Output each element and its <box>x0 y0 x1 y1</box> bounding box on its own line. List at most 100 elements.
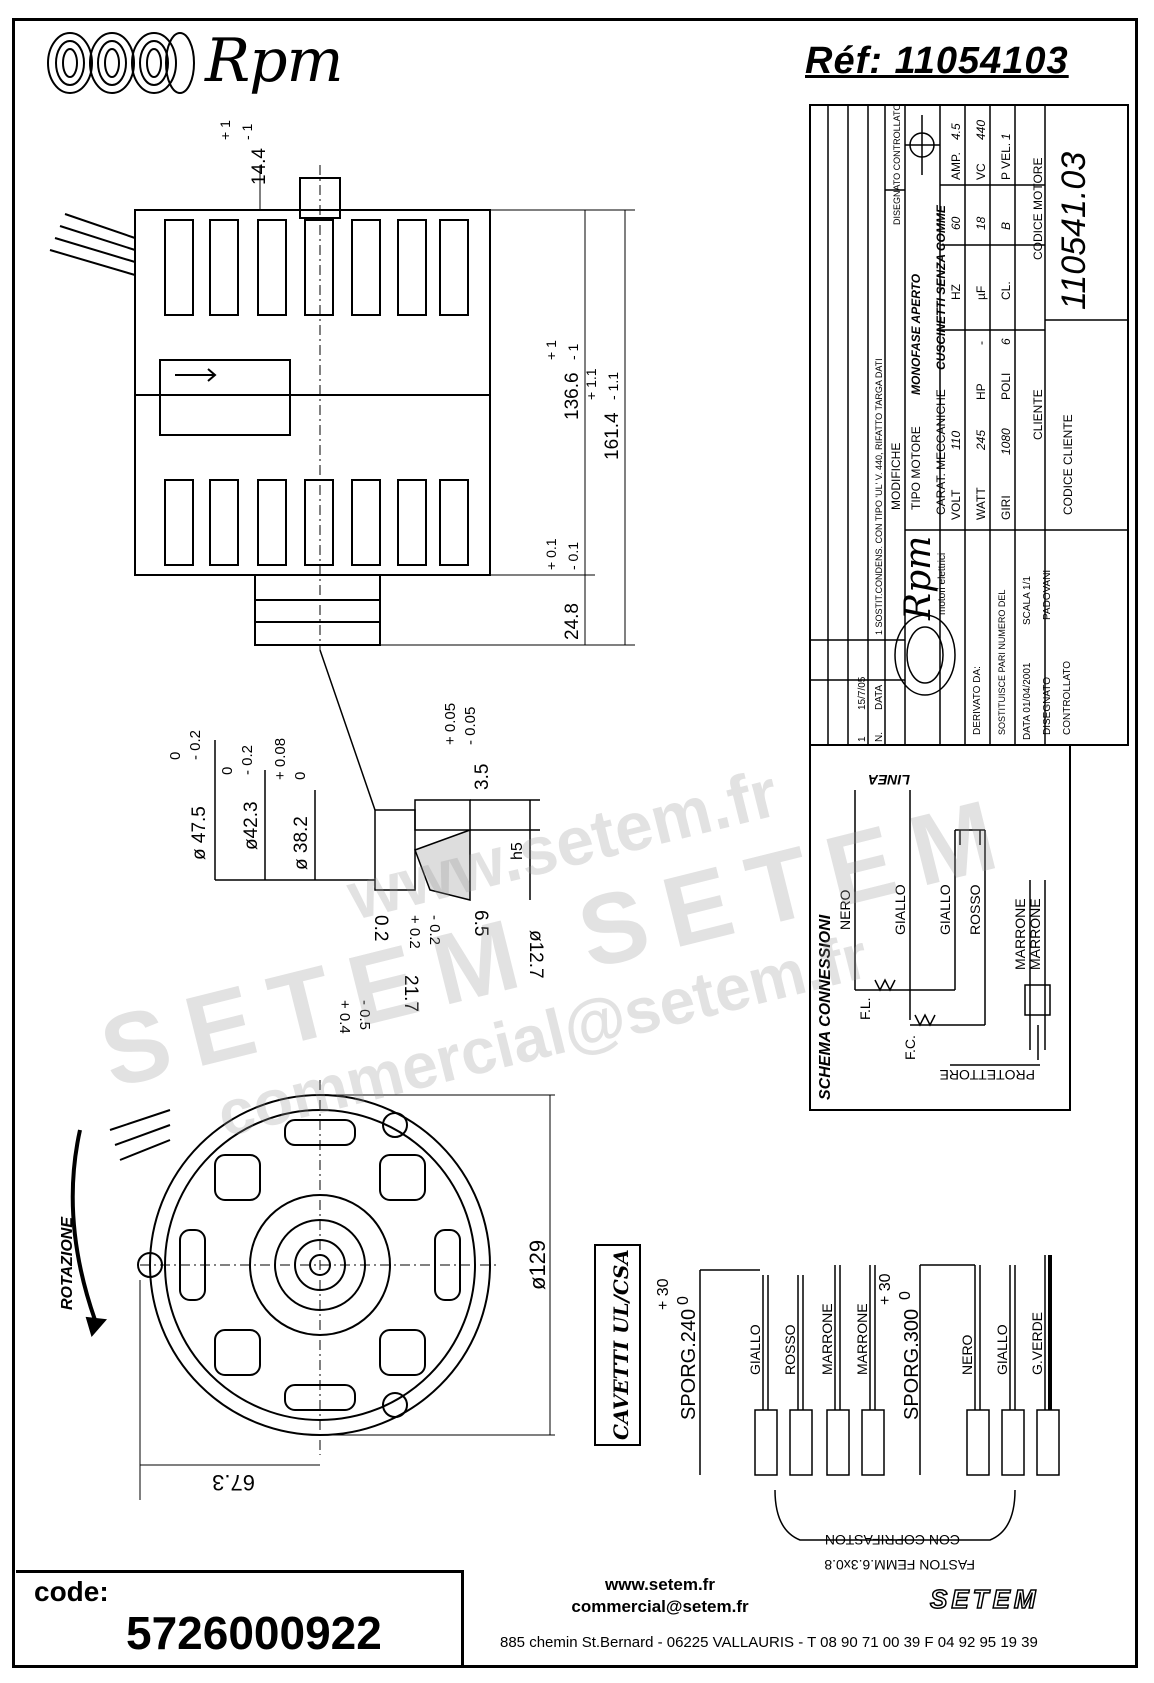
dim-shaft-top-tol-plus: + 1 <box>217 120 233 140</box>
carat-label: CARAT. MECCANICHE <box>934 389 948 515</box>
spec-poli-label: POLI <box>999 373 1013 400</box>
wire-label-nero: NERO <box>837 889 853 930</box>
code-box <box>16 1570 464 1665</box>
dim-pulley-tol-plus: + 0.1 <box>543 538 559 570</box>
spec-giri-label: GIRI <box>999 495 1013 520</box>
fl-label: F.L. <box>857 997 873 1020</box>
dim-flat: 3.5 <box>472 764 493 790</box>
footer-address: 885 chemin St.Bernard - 06225 VALLAURIS … <box>500 1634 1038 1651</box>
spec-vc-value: 440 <box>974 120 988 140</box>
wire-label-rosso: ROSSO <box>967 884 983 935</box>
dim-d3-tol-1: 0 <box>292 772 309 780</box>
dim-shaft-fit: h5 <box>509 842 526 860</box>
wire-label-marrone-2: MARRONE <box>1027 898 1043 970</box>
brand-name: Rpm <box>205 26 343 96</box>
mod-row-data: 15/7/05 <box>857 676 868 710</box>
tipo-motore-label: TIPO MOTORE <box>909 426 923 510</box>
dim-d1: ø 47.5 <box>189 806 210 860</box>
mod-row-n: 1 <box>857 736 868 742</box>
spec-poli-value: 6 <box>999 338 1013 345</box>
disegnato-label: DISEGNATO <box>1042 677 1053 735</box>
motor-side-view <box>49 165 635 650</box>
dim-body: 136.6 <box>562 372 583 420</box>
dim-overall: 161.4 <box>602 412 623 460</box>
dim-front-diameter: ø129 <box>525 1240 550 1290</box>
footer-contact: www.setem.fr commercial@setem.fr <box>560 1574 760 1618</box>
spec-amp-label: AMP. <box>949 152 963 180</box>
dim-d3: ø 38.2 <box>291 816 312 870</box>
group1-tol-plus: + 30 <box>655 1278 672 1310</box>
spec-hp-label: HP <box>974 383 988 400</box>
spec-cl-value: B <box>999 222 1013 230</box>
title-block-text: 110541.03 CODICE MOTORE CLIENTE CODICE C… <box>857 104 1093 742</box>
dim-pulley-tol-minus: - 0.1 <box>565 542 581 570</box>
group1-tol-zero: 0 <box>675 1296 692 1305</box>
spec-pvel-value: 1 <box>999 133 1013 140</box>
spec-volt-label: VOLT <box>949 489 963 520</box>
dim-d2-tol-0: 0 <box>219 767 236 775</box>
spec-hz-value: 60 <box>949 216 963 230</box>
spec-watt-label: WATT <box>974 487 988 520</box>
footer-email-link[interactable]: commercial@setem.fr <box>571 1597 749 1616</box>
setem-logo: SETEM <box>929 1583 1040 1615</box>
spec-pvel-label: P VEL. <box>999 143 1013 180</box>
footer-website-link[interactable]: www.setem.fr <box>605 1575 715 1594</box>
spec-watt-value: 245 <box>974 430 988 451</box>
spec-volt-value: 110 <box>949 431 963 450</box>
dim-overall-tol-plus: + 1.1 <box>583 368 599 400</box>
carat-value: CUSCINETTI SENZA COMME <box>934 204 948 370</box>
brand-logo-coils <box>47 32 195 94</box>
derivato-label: DERIVATO DA: <box>972 666 983 735</box>
dim-len2-tol-1: - 0.2 <box>426 915 443 945</box>
cables-title: CAVETTI UL/CSA <box>609 1249 633 1440</box>
dim-len3: 21.7 <box>400 975 421 1012</box>
side-view-dims: 14.4 + 1 - 1 136.6 + 1 - 1 161.4 + 1.1 -… <box>217 120 623 640</box>
cable-giallo-2: GIALLO <box>994 1324 1010 1375</box>
motor-code-number: 110541.03 <box>1055 152 1093 310</box>
mod-col-n: N. <box>874 732 885 742</box>
title-brand: Rpm <box>898 536 939 621</box>
spec-uf-value: 18 <box>974 216 988 230</box>
code-value: 5726000922 <box>126 1607 382 1659</box>
dim-len3-tol-1: - 0.5 <box>356 1000 373 1030</box>
controllato-label: CONTROLLATO <box>1062 661 1073 735</box>
wiring-labels: SCHEMA CONNESSIONI LINEA NERO GIALLO GIA… <box>817 772 1043 1100</box>
spec-uf-label: µF <box>974 286 988 300</box>
dim-d1-tol-1: - 0.2 <box>187 730 204 760</box>
dim-d2-tol-1: - 0.2 <box>239 745 256 775</box>
codice-cliente-label: CODICE CLIENTE <box>1061 414 1075 515</box>
rotation-label: ROTAZIONE <box>59 1216 76 1310</box>
dim-d3-tol-0: + 0.08 <box>272 738 289 780</box>
dim-len2: 0.2 <box>370 915 391 941</box>
cable-gverde: G.VERDE <box>1029 1312 1045 1375</box>
spec-hz-label: HZ <box>949 284 963 300</box>
pulley-detail <box>214 649 540 901</box>
spec-amp-value: 4.5 <box>949 123 963 140</box>
disegnato-value: PADOVANI <box>1042 570 1053 620</box>
sostituisce-label: SOSTITUISCE PARI NUMERO DEL <box>997 590 1007 735</box>
reference-number: Réf: 11054103 <box>805 40 1069 82</box>
dim-flat-tol-1: - 0.05 <box>462 707 479 745</box>
wire-label-giallo-2: GIALLO <box>937 884 953 935</box>
spec-hp-value: - <box>974 341 988 345</box>
motor-front-view <box>70 1080 555 1500</box>
dim-d1-tol-0: 0 <box>167 752 184 760</box>
fc-label: F.C. <box>902 1035 918 1060</box>
data-label: DATA 01/04/2001 <box>1022 662 1033 740</box>
dim-body-tol-plus: + 1 <box>543 340 559 360</box>
spec-cl-label: CL. <box>999 281 1013 300</box>
protettore-label: PROTETTORE <box>940 1067 1035 1083</box>
wire-label-giallo-1: GIALLO <box>892 884 908 935</box>
spec-vc-label: VC <box>974 163 988 180</box>
scala-label: SCALA 1/1 <box>1022 576 1033 625</box>
modifiche-line-2: DISEGNATO CONTROLLATO <box>892 104 902 225</box>
wiring-schema <box>854 790 1051 1066</box>
faston-label: FASTON FEMM.6.3x0.8 <box>824 1557 975 1573</box>
group1-length: SPORG.240 <box>678 1309 700 1420</box>
title-block <box>809 104 1129 1111</box>
cable-rosso: ROSSO <box>782 1324 798 1375</box>
cliente-label: CLIENTE <box>1031 389 1045 440</box>
group2-tol-zero: 0 <box>897 1291 914 1300</box>
cables-labels: CAVETTI UL/CSA SPORG.240 + 30 0 GIALLO R… <box>609 1249 1045 1573</box>
linea-label: LINEA <box>868 772 910 788</box>
